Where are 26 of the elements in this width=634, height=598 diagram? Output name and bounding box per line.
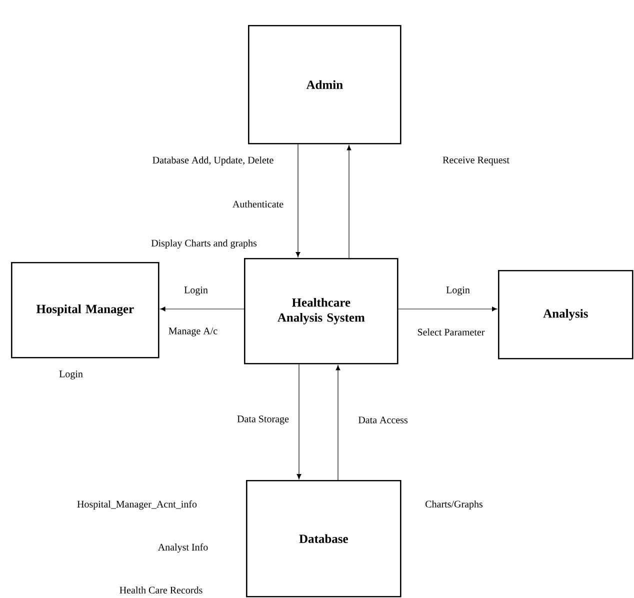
flow-label: Login xyxy=(184,286,208,296)
flow-label: Database Add, Update, Delete xyxy=(152,156,274,166)
flow-label: Select Parameter xyxy=(418,328,485,336)
flow-label: Display Charts and graphs xyxy=(151,239,257,249)
arrow xyxy=(296,144,300,258)
flow-label: Login xyxy=(59,370,83,380)
flow-label: Data Storage xyxy=(237,416,289,424)
arrow xyxy=(336,365,340,480)
process-box: Hospital Manager xyxy=(11,262,160,358)
arrow xyxy=(346,145,352,258)
flow-label: Manage A/c xyxy=(168,328,218,336)
arrow xyxy=(296,364,302,480)
flow-label: Health Care Records xyxy=(120,586,202,594)
flow-label: Authenticate xyxy=(232,200,284,208)
process-box: Healthcare Analysis System xyxy=(244,258,398,364)
flow-label: Login xyxy=(446,286,470,296)
process-box: Admin xyxy=(248,25,402,144)
process-box: Database xyxy=(246,480,402,598)
flow-label: Hospital_Manager_Acnt_info xyxy=(77,500,197,510)
flow-label: Charts/Graphs xyxy=(426,500,483,510)
process-box: Analysis xyxy=(498,270,634,360)
arrow xyxy=(398,306,498,312)
arrow xyxy=(160,306,244,312)
flow-label: Analyst Info xyxy=(158,543,208,553)
flow-label: Receive Request xyxy=(442,156,510,166)
flow-label: Data Access xyxy=(358,416,408,424)
